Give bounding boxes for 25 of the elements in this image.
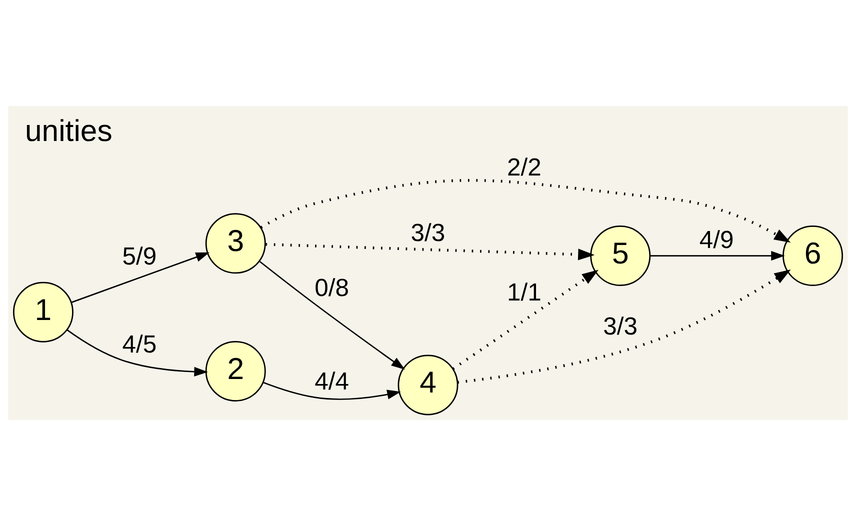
edge-label: 0/8 bbox=[314, 275, 349, 302]
edge-label: 4/4 bbox=[314, 368, 349, 396]
arrow bbox=[260, 179, 791, 243]
arrow bbox=[457, 270, 791, 384]
node-circle: 2 bbox=[205, 340, 266, 402]
edge-label: 3/3 bbox=[603, 314, 638, 341]
arrow bbox=[650, 250, 785, 261]
node-circle: 6 bbox=[782, 226, 843, 286]
arrow bbox=[71, 252, 210, 304]
arrow bbox=[260, 261, 405, 370]
edge-label: 1/1 bbox=[507, 279, 542, 306]
diagram-title: unities bbox=[24, 115, 112, 148]
arrow bbox=[66, 329, 208, 376]
node-circle: 5 bbox=[590, 226, 651, 286]
edge-label: 2/2 bbox=[507, 154, 542, 182]
edge-label: 4/5 bbox=[122, 332, 157, 359]
node-circle: 1 bbox=[13, 282, 74, 342]
arrow bbox=[452, 270, 599, 370]
arrow bbox=[266, 242, 595, 260]
edge-label: 4/9 bbox=[699, 227, 734, 254]
node-circle: 4 bbox=[398, 354, 458, 416]
edge-label: 5/9 bbox=[122, 244, 157, 271]
arrow bbox=[262, 382, 401, 400]
node-circle: 3 bbox=[205, 213, 266, 274]
edge-label: 3/3 bbox=[410, 220, 446, 248]
